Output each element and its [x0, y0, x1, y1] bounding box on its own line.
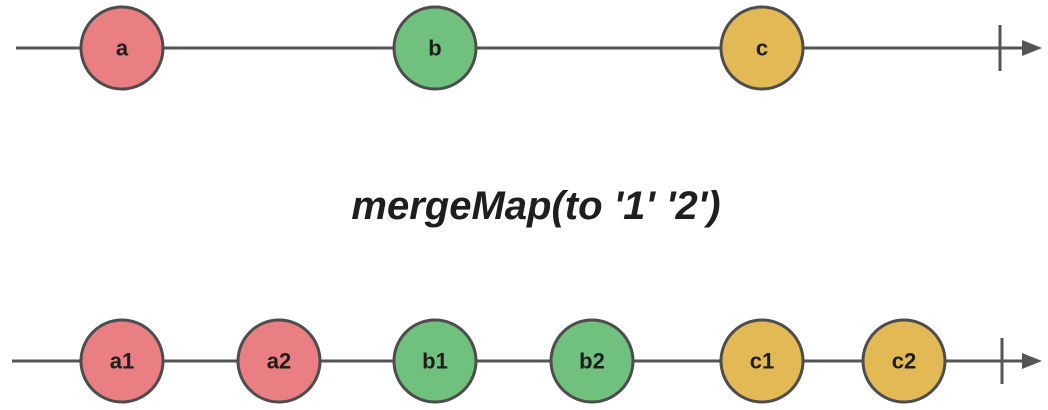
- output-marble-circle: [719, 318, 805, 404]
- output-marble-label: c2: [892, 349, 916, 374]
- input-marbles: a b c: [79, 5, 805, 91]
- output-marble-label: a2: [267, 349, 291, 374]
- output-marble-a2: a2: [236, 318, 322, 404]
- output-timeline: a1 a2 b1 b2 c1 c2: [12, 318, 1042, 404]
- output-marble-circle: [79, 318, 165, 404]
- input-marble-b: b: [392, 5, 478, 91]
- input-timeline: a b c: [16, 5, 1042, 91]
- input-marble-a: a: [79, 5, 165, 91]
- output-marble-c1: c1: [719, 318, 805, 404]
- output-marble-circle: [392, 318, 478, 404]
- input-marble-label: a: [116, 36, 129, 61]
- operator-label: mergeMap(to '1' '2'): [351, 184, 720, 228]
- output-marble-label: b1: [422, 349, 448, 374]
- output-marble-label: a1: [110, 349, 134, 374]
- output-marble-circle: [549, 318, 635, 404]
- input-marble-label: b: [428, 36, 441, 61]
- output-marble-label: c1: [750, 349, 774, 374]
- output-marbles: a1 a2 b1 b2 c1 c2: [79, 318, 947, 404]
- output-arrow-head-icon: [1022, 353, 1042, 369]
- output-marble-circle: [861, 318, 947, 404]
- output-marble-label: b2: [579, 349, 605, 374]
- input-marble-circle: [392, 5, 478, 91]
- input-marble-label: c: [756, 36, 768, 61]
- output-marble-b2: b2: [549, 318, 635, 404]
- input-marble-c: c: [719, 5, 805, 91]
- output-marble-b1: b1: [392, 318, 478, 404]
- input-marble-circle: [719, 5, 805, 91]
- output-marble-circle: [236, 318, 322, 404]
- output-marble-a1: a1: [79, 318, 165, 404]
- input-marble-circle: [79, 5, 165, 91]
- input-arrow-head-icon: [1022, 40, 1042, 56]
- output-marble-c2: c2: [861, 318, 947, 404]
